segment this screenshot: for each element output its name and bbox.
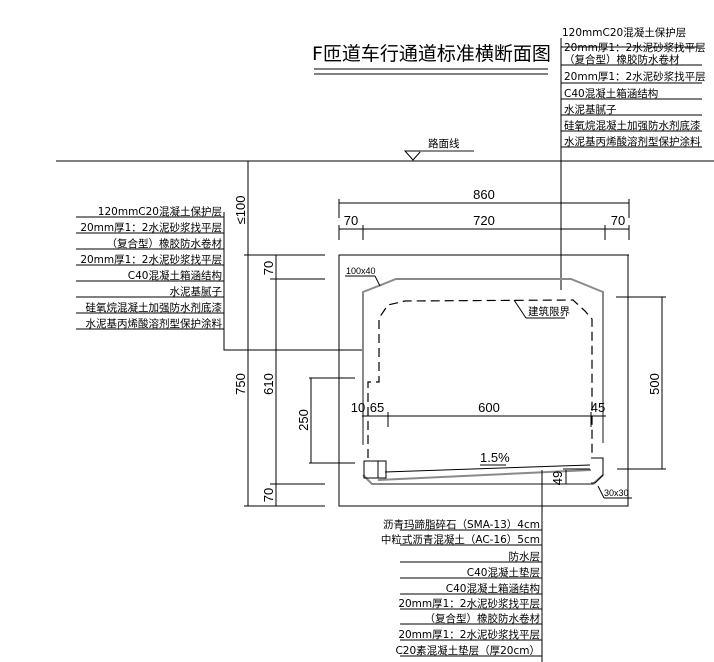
side-wall-legend: 120mmC20混凝土保护层 20mm厚1：2水泥砂浆找平层 （复合型）橡胶防水… (76, 205, 364, 351)
dim-inner-height: 610 (261, 373, 276, 395)
pavement-thickness-dimension: 49 (550, 468, 590, 485)
legend-item: 120mmC20混凝土保护层 (98, 205, 222, 218)
box-culvert-inner (362, 278, 604, 445)
legend-item: C20素混凝土垫层（厚20cm） (395, 644, 540, 657)
clearance-envelope (367, 299, 593, 458)
clearance-height-dimension: 500 (616, 296, 666, 470)
dim-pavement-thickness: 49 (550, 471, 565, 485)
legend-item: 硅氧烷混凝土加强防水剂底漆 (86, 301, 223, 314)
road-surface-label: 路面线 (428, 137, 460, 150)
chamfer-bottom-label: 30x30 (604, 488, 629, 498)
pavement-surface (377, 469, 592, 481)
dim-top-slab: 70 (261, 261, 276, 275)
pavement-top-line (384, 464, 591, 473)
dim-side-height: 250 (296, 409, 311, 431)
legend-item: （复合型）橡胶防水卷材 (107, 237, 223, 250)
left-curb (363, 460, 387, 479)
legend-item: 20mm厚1：2水泥砂浆找平层 (564, 70, 706, 83)
legend-item: 沥青玛蹄脂碎石（SMA-13）4cm (383, 518, 540, 531)
legend-item: C40混凝土箱涵结构 (564, 87, 658, 100)
legend-item: 防水层 (509, 550, 541, 563)
side-legend-leader (223, 212, 364, 351)
legend-item: 20mm厚1：2水泥砂浆找平层 (564, 41, 706, 54)
legend-item: C40混凝土箱涵结构 (128, 269, 222, 282)
legend-item: 20mm厚1：2水泥砂浆找平层 (80, 221, 222, 234)
legend-item: 中粒式沥青混凝土（AC-16）5cm (381, 533, 540, 546)
legend-item: （复合型）橡胶防水卷材 (564, 53, 680, 66)
drawing-title: F匝道车行通道标准横断面图 (312, 43, 551, 65)
legend-item: 20mm厚1：2水泥砂浆找平层 (398, 597, 540, 610)
dim-wall-left: 70 (344, 213, 358, 228)
chamfer-top-label: 100x40 (346, 266, 376, 276)
legend-item: （复合型）橡胶防水卷材 (425, 612, 541, 625)
legend-item: 水泥基丙烯酸溶剂型保护涂料 (564, 135, 701, 148)
legend-item: 硅氧烷混凝土加强防水剂底漆 (564, 119, 701, 132)
road-surface-marker-icon (403, 150, 423, 161)
clearance-leader (513, 299, 527, 319)
dim-wall-right: 70 (611, 213, 625, 228)
dim-inner-width: 720 (473, 213, 495, 228)
clearance-label: 建筑限界 (528, 305, 570, 318)
right-curb (591, 457, 604, 484)
legend-item: C40混凝土箱涵结构 (446, 582, 540, 595)
dim-lane-width: 600 (478, 400, 500, 415)
horizontal-dimensions-top: 860 70 720 70 (338, 187, 630, 256)
vertical-dimensions-left: ≤100 750 70 610 70 250 (233, 161, 355, 507)
dim-overall-height: 750 (233, 373, 248, 395)
box-culvert-outer (338, 254, 629, 507)
chamfer-top-leader (374, 275, 381, 287)
legend-item: 水泥基丙烯酸溶剂型保护涂料 (86, 317, 223, 330)
lane-dimension: 10 65 600 45 (351, 400, 606, 427)
legend-item: 120mmC20混凝土保护层 (562, 26, 686, 39)
dim-clearance-height: 500 (647, 373, 662, 395)
dim-right-gap: 45 (591, 400, 605, 415)
legend-item: 水泥基腻子 (564, 103, 617, 116)
top-layer-legend: 120mmC20混凝土保护层 20mm厚1：2水泥砂浆找平层 （复合型）橡胶防水… (560, 26, 706, 290)
dim-gap-10: 10 (351, 400, 365, 415)
legend-item: 20mm厚1：2水泥砂浆找平层 (80, 253, 222, 266)
dim-cover-depth: ≤100 (233, 196, 248, 225)
left-curb-inner (363, 460, 379, 479)
legend-item: C40混凝土垫层 (467, 566, 540, 579)
chamfer-bottom-leader (597, 485, 605, 499)
dim-overall-width: 860 (473, 187, 495, 202)
legend-item: 水泥基腻子 (170, 285, 223, 298)
dim-bottom-slab: 70 (261, 488, 276, 502)
legend-item: 20mm厚1：2水泥砂浆找平层 (398, 628, 540, 641)
slope-label: 1.5% (480, 450, 510, 465)
dim-gap-65: 65 (370, 400, 384, 415)
bottom-layer-legend: 沥青玛蹄脂碎石（SMA-13）4cm 中粒式沥青混凝土（AC-16）5cm 防水… (381, 470, 543, 662)
